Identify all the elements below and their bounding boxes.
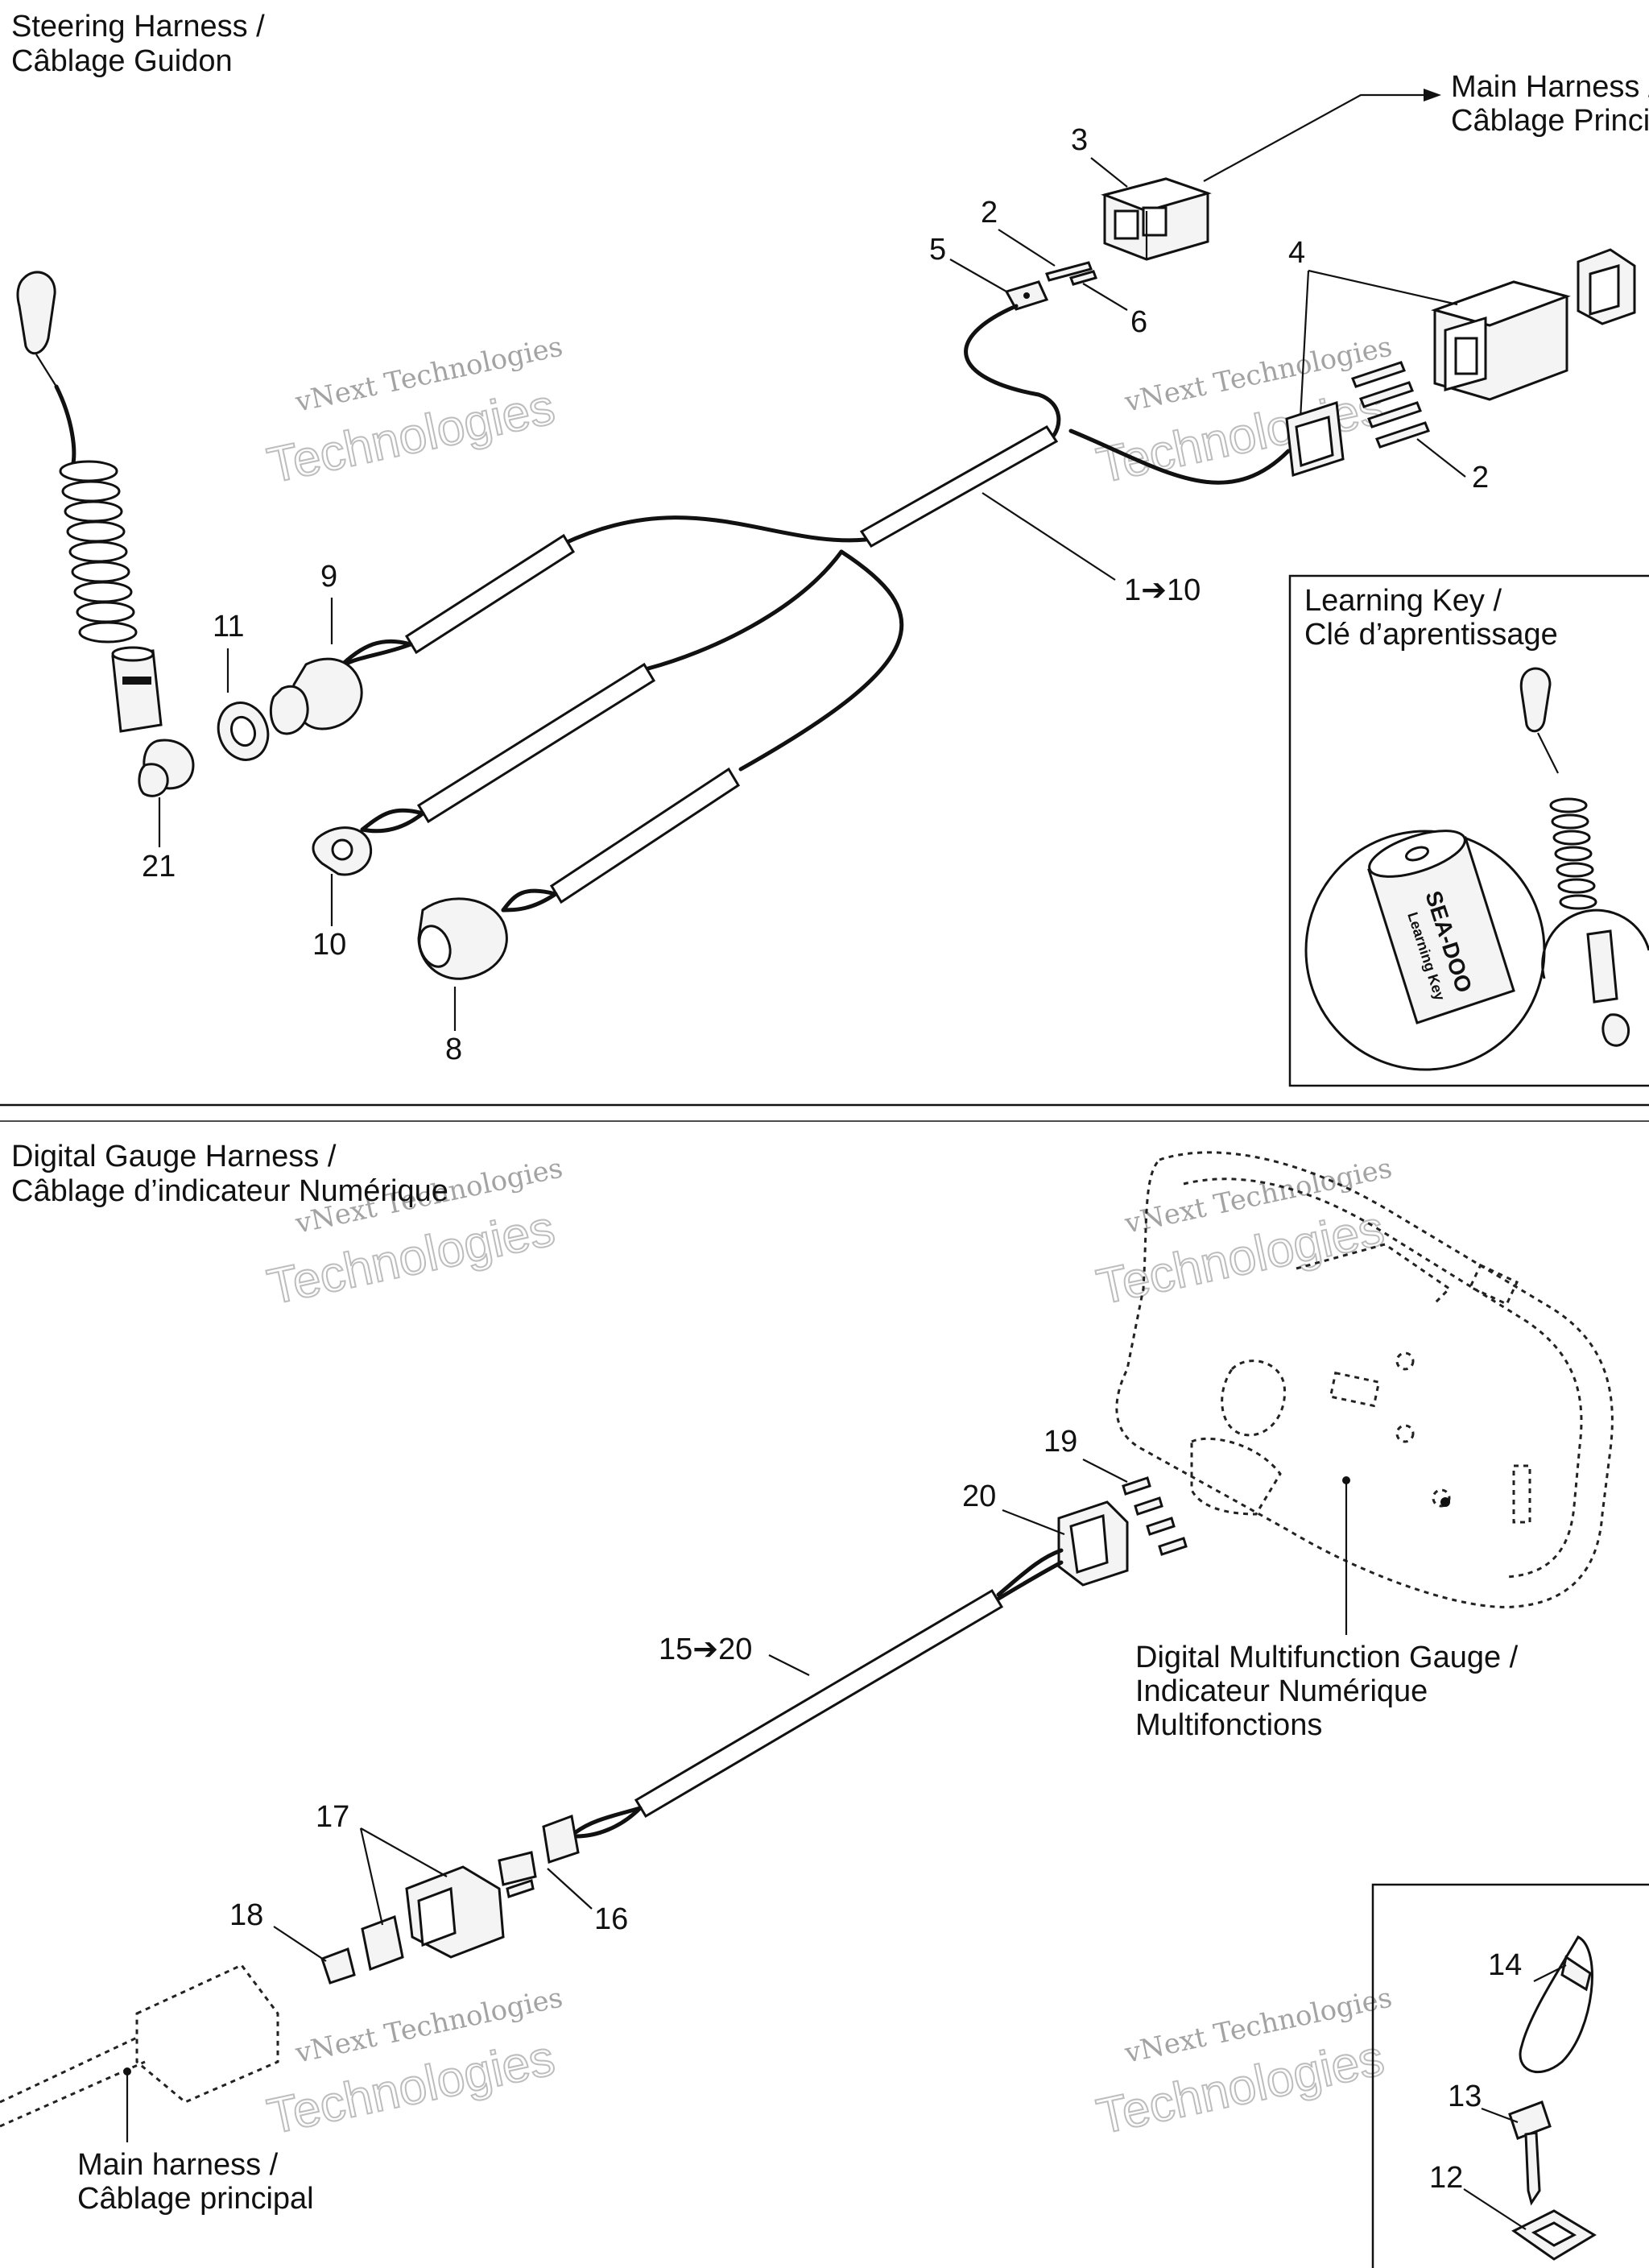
connector-part-4 [1431, 248, 1636, 401]
label-part-3: 3 [1071, 123, 1088, 157]
connector-part-20 [1057, 1500, 1129, 1587]
watermark-top-right: Technologies vNext Technologies [1091, 330, 1395, 495]
watermark-mid-right: Technologies vNext Technologies [1091, 1152, 1395, 1316]
label-part-10: 10 [312, 928, 346, 962]
label-part-4: 4 [1288, 236, 1305, 270]
pin-part-2a [1045, 261, 1093, 282]
gauge-title-line2: Câblage d’indicateur Numérique [11, 1174, 448, 1208]
label-part-5: 5 [929, 233, 946, 267]
svg-text:Main Harness /: Main Harness / [1451, 70, 1649, 104]
label-part-15-20: 15➔20 [659, 1633, 752, 1666]
watermark-bottom-left: Technologies vNext Technologies [262, 1981, 565, 2146]
lanyard-part-21 [16, 271, 195, 797]
connector-part-3 [1101, 177, 1212, 261]
anchor-plate-part-12 [1511, 2209, 1597, 2261]
seal-part-5 [1004, 280, 1049, 311]
branch-part-8 [417, 767, 741, 980]
svg-text:Learning Key /: Learning Key / [1304, 584, 1502, 618]
screw-part-13 [1508, 2100, 1552, 2206]
label-part-2a: 2 [981, 196, 998, 230]
label-part-1-10: 1➔10 [1124, 573, 1201, 607]
pins-part-2b [1351, 361, 1430, 449]
label-part-12: 12 [1429, 2161, 1463, 2195]
label-part-2b: 2 [1472, 461, 1489, 495]
main-harness-callout: Main Harness / Câblage Principal [1203, 70, 1649, 182]
branch-part-9 [269, 533, 576, 735]
main-harness-bottom-line1: Main harness / [77, 2148, 279, 2182]
label-part-21: 21 [142, 850, 176, 884]
label-part-8: 8 [445, 1033, 462, 1066]
seal-part-16 [542, 1814, 580, 1864]
branch-part-10 [312, 662, 656, 876]
label-part-6: 6 [1130, 305, 1147, 339]
label-part-18: 18 [229, 1898, 263, 1932]
main-harness-connector [0, 1964, 279, 2128]
steering-harness-wiring [561, 304, 1291, 772]
label-part-20: 20 [962, 1480, 996, 1513]
label-part-19: 19 [1044, 1425, 1077, 1459]
pin-part-6 [1069, 270, 1097, 286]
label-part-9: 9 [320, 560, 337, 594]
digital-multifunction-gauge [1115, 1151, 1614, 1608]
harness-connector-part-4 [1285, 401, 1345, 477]
gauge-callout-line1: Digital Multifunction Gauge / [1135, 1641, 1519, 1674]
cable-tie-part-14 [1519, 1935, 1593, 2074]
label-part-16: 16 [594, 1902, 628, 1936]
watermark-top-left: Technologies vNext Technologies [262, 330, 565, 495]
main-harness-bottom-line2: Câblage principal [77, 2182, 314, 2216]
gauge-callout-line2: Indicateur Numérique [1135, 1674, 1428, 1708]
gauge-callout-line3: Multifonctions [1135, 1708, 1322, 1742]
steering-title-line1: Steering Harness / [11, 10, 265, 43]
steering-title-line2: Câblage Guidon [11, 44, 233, 78]
watermark-bottom-right: Technologies vNext Technologies [1091, 1981, 1395, 2146]
label-part-14: 14 [1488, 1948, 1522, 1982]
label-part-13: 13 [1448, 2080, 1482, 2113]
gauge-title-line1: Digital Gauge Harness / [11, 1140, 337, 1173]
learning-key-inset: Learning Key / Clé d’aprentissage SEA-DO… [1288, 574, 1649, 1087]
wedge-part-18 [320, 1947, 356, 1984]
small-parts-inset [1371, 1883, 1649, 2268]
pins-part-19 [1122, 1476, 1188, 1556]
label-part-11: 11 [213, 610, 244, 644]
label-part-17: 17 [316, 1800, 349, 1834]
gauge-harness-wiring [573, 1548, 1064, 1839]
nut-part-11 [217, 702, 270, 761]
connector-part-17 [361, 1851, 537, 1972]
svg-text:Câblage Principal: Câblage Principal [1451, 104, 1649, 138]
svg-text:Clé d’aprentissage: Clé d’aprentissage [1304, 618, 1558, 652]
